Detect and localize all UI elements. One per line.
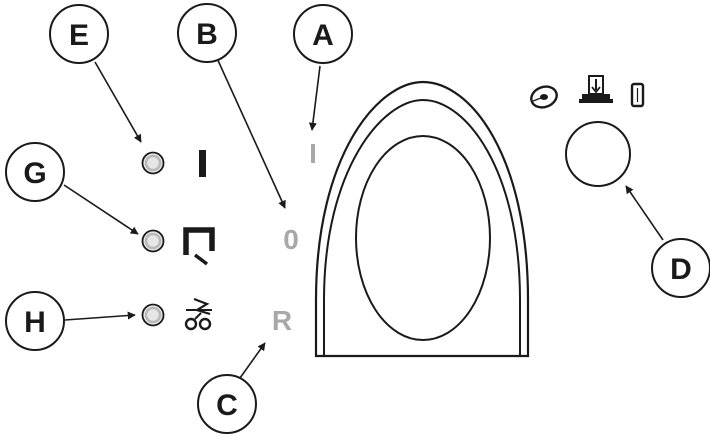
paper-cut-icon xyxy=(184,297,212,331)
indicator-led-e xyxy=(141,151,165,175)
callout-c-label: C xyxy=(216,389,238,422)
callout-h: H xyxy=(5,291,65,351)
leader-line-c xyxy=(239,342,266,379)
callout-a: A xyxy=(293,4,353,64)
power-bar-icon xyxy=(199,150,206,177)
document-feed-icon xyxy=(579,75,613,103)
callout-d-label: D xyxy=(670,253,692,286)
panel-label-on: I xyxy=(309,138,317,169)
callout-c: C xyxy=(197,374,257,434)
callout-g: G xyxy=(5,142,65,202)
panel-label-off: 0 xyxy=(283,224,299,255)
leader-line-e xyxy=(94,61,142,143)
callout-e: E xyxy=(49,4,109,64)
callout-b: B xyxy=(177,3,237,63)
callout-h-label: H xyxy=(24,306,46,339)
cd-disc-icon xyxy=(530,85,558,109)
indicator-led-h xyxy=(141,303,165,327)
indicator-led-g xyxy=(141,229,165,253)
callout-g-label: G xyxy=(23,157,46,190)
power-switch-arch xyxy=(314,80,530,358)
leader-line-b xyxy=(215,55,286,209)
callout-a-label: A xyxy=(312,19,334,52)
callout-e-label: E xyxy=(69,19,89,52)
leader-line-d xyxy=(625,185,664,241)
round-button[interactable] xyxy=(565,121,631,187)
callout-b-label: B xyxy=(196,18,218,51)
paper-tray-icon xyxy=(183,227,215,266)
panel-label-reset: R xyxy=(272,305,292,336)
leader-line-h xyxy=(64,311,136,321)
callout-d: D xyxy=(651,238,710,298)
leader-line-a xyxy=(308,65,321,131)
leader-line-g xyxy=(63,184,139,235)
card-slot-icon xyxy=(630,82,645,108)
